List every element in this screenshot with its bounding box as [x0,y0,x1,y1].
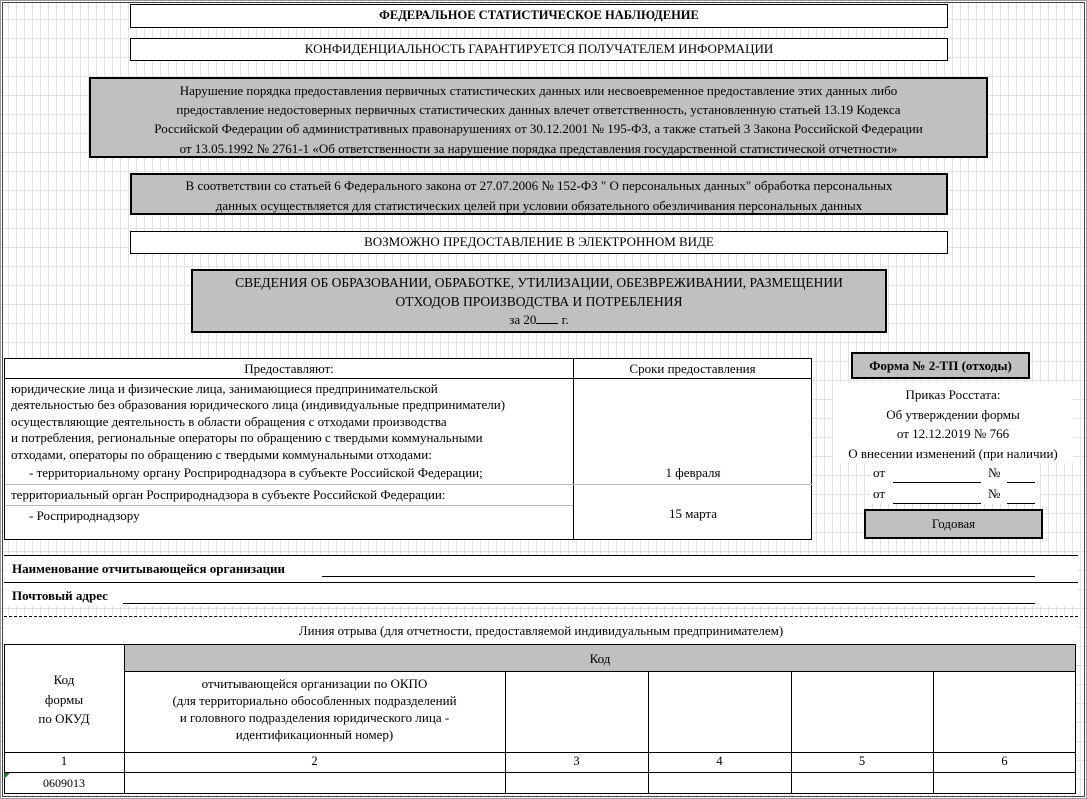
from-label: от [873,465,886,480]
federal-observation-header: ФЕДЕРАЛЬНОЕ СТАТИСТИЧЕСКОЕ НАБЛЮДЕНИЕ [130,4,948,28]
report-year: за 20 г. [193,311,885,330]
changes-fields: от № от № [870,464,1040,504]
year-suffix: г. [561,312,569,327]
okpo-label-line: идентификационный номер) [235,727,394,742]
report-title-line: ОТХОДОВ ПРОИЗВОДСТВА И ПОТРЕБЛЕНИЯ [395,293,683,309]
deadline-feb: 1 февраля [665,465,721,480]
no-label: № [988,465,1001,480]
row-divider [5,484,812,485]
org-name-input[interactable] [322,558,1035,577]
section-divider [4,555,1078,556]
submitters-line: юридические лица и физические лица, зани… [11,381,438,396]
year-prefix: за 20 [509,312,537,327]
code-cell-6[interactable] [934,773,1076,794]
okud-value: 0609013 [43,776,85,790]
form-number: Форма № 2-ТП (отходы) [851,352,1030,379]
col-number: 3 [573,754,580,768]
col-header-who: Предоставляют: [4,358,574,379]
postal-address-label: Почтовый адрес [12,588,108,603]
org-name-label: Наименование отчитывающейся организации [12,561,286,576]
row-divider [5,505,573,506]
column-divider [791,672,792,794]
okud-label: Код формы по ОКУД [4,670,124,729]
order-line: Приказ Росстата: [905,387,1001,402]
okpo-label-line: и головного подразделения юридического л… [179,710,450,725]
confidentiality-banner: КОНФИДЕНЦИАЛЬНОСТЬ ГАРАНТИРУЕТСЯ ПОЛУЧАТ… [130,38,948,61]
report-title-line: СВЕДЕНИЯ ОБ ОБРАЗОВАНИИ, ОБРАБОТКЕ, УТИЛ… [235,275,843,290]
change-number-input[interactable] [1007,466,1035,483]
code-header: Код [124,644,1076,672]
order-line: от 12.12.2019 № 766 [896,426,1010,441]
personal-data-line: данных осуществляется для статистических… [215,197,863,213]
submitters-description: юридические лица и физические лица, зани… [11,381,571,463]
okud-label-line: формы [44,691,84,707]
column-divider [933,672,934,794]
tear-line-area [4,616,1078,646]
violation-notice: Нарушение порядка предоставления первичн… [89,77,988,158]
personal-data-notice: В соответствии со статьей 6 Федерального… [130,173,948,215]
changes-label: О внесении изменений (при наличии) [848,445,1058,461]
okpo-label: отчитывающейся организации по ОКПО (для … [124,675,505,743]
deadline-mar: 15 марта [668,506,718,521]
violation-line: предоставление недостоверных первичных с… [176,102,901,118]
col-number: 6 [1001,754,1008,768]
tear-line-label: Линия отрыва (для отчетности, предоставл… [298,623,784,638]
violation-line: от 13.05.1992 № 2761-1 «Об ответственнос… [179,140,898,156]
cell-comment-marker-icon [4,773,10,779]
col-number: 1 [60,754,68,768]
order-line: Об утверждении формы [886,406,1020,422]
code-cell-5[interactable] [792,773,933,794]
order-block: Приказ Росстата: Об утверждении формы от… [833,383,1073,463]
submitters-line: и потребления, региональные операторы по… [11,430,483,446]
okpo-label-line: отчитывающейся организации по ОКПО [201,676,428,691]
change-number-input[interactable] [1007,487,1035,504]
column-divider [648,672,649,794]
row-divider [4,752,1076,753]
okpo-value-cell[interactable] [125,773,505,794]
column-divider [124,644,125,794]
period-annual: Годовая [864,509,1043,539]
submitters-line: отходами, операторы по обращению с тверд… [11,446,432,462]
org-fields-area [4,556,1078,606]
no-label: № [988,486,1001,501]
change-date-input[interactable] [893,466,981,483]
recipient-territorial: - территориальному органу Росприроднадзо… [29,465,483,480]
okpo-label-line: (для территориально обособленных подразд… [172,693,457,708]
col-header-when: Сроки предоставления [573,358,812,379]
report-title: СВЕДЕНИЯ ОБ ОБРАЗОВАНИИ, ОБРАБОТКЕ, УТИЛ… [191,269,887,333]
section-divider [4,582,1078,583]
col-number: 5 [858,754,866,768]
year-input[interactable] [536,311,559,324]
territorial-body-label: территориальный орган Росприроднадзора в… [11,487,446,502]
from-label: от [873,486,886,501]
row-divider [4,772,1076,773]
recipient-rpn: - Росприроднадзору [29,508,140,523]
submitters-line: деятельностью без образования юридическо… [11,397,506,413]
violation-line: Нарушение порядка предоставления первичн… [179,83,898,98]
okud-label-line: Код [53,672,75,687]
postal-address-input[interactable] [123,585,1035,604]
column-divider [505,672,506,794]
col-number: 4 [716,754,723,768]
electronic-submission-banner: ВОЗМОЖНО ПРЕДОСТАВЛЕНИЕ В ЭЛЕКТРОННОМ ВИ… [130,231,948,254]
personal-data-line: В соответствии со статьей 6 Федерального… [185,178,893,193]
submitters-line: осуществляющие деятельность в области об… [11,413,447,429]
code-cell-3[interactable] [506,773,648,794]
violation-line: Российской Федерации об административных… [154,121,923,137]
submission-table [4,358,812,540]
column-divider [573,378,574,540]
col-number: 2 [311,754,318,768]
change-date-input[interactable] [893,487,981,504]
okud-label-line: по ОКУД [38,711,90,726]
code-cell-4[interactable] [649,773,791,794]
